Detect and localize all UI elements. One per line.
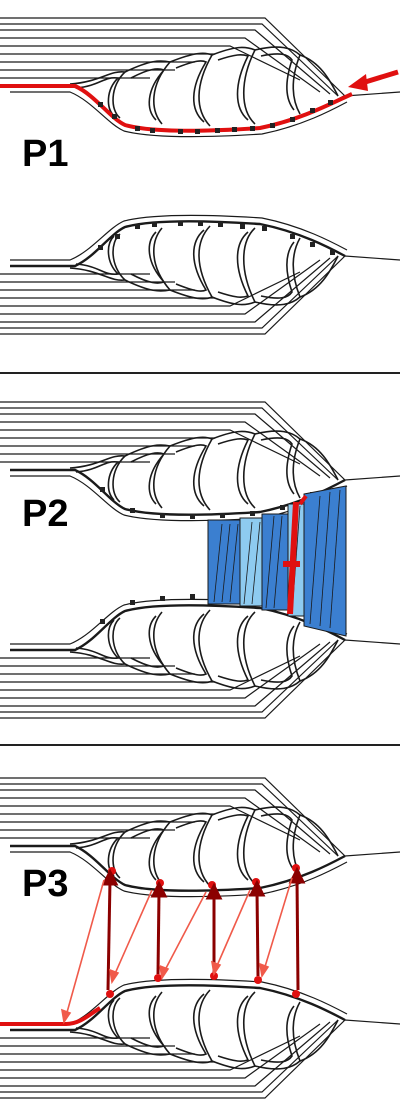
lower-nerve [0, 214, 400, 336]
panel-p3-diagram: P3 [0, 776, 400, 1100]
lower-nerve [0, 978, 400, 1100]
ephaptic-down-arrows [60, 877, 293, 1025]
panel-label-p3: P3 [22, 863, 68, 905]
upper-nerve [0, 16, 400, 138]
stimulus-arrow [348, 69, 399, 91]
activated-nodes-lower [106, 972, 300, 998]
ephaptic-up-arrows [101, 866, 306, 991]
panel-divider [0, 744, 400, 746]
nodes-of-ranvier [98, 100, 333, 134]
panel-p1-diagram: P1 [0, 16, 400, 336]
panel-p1: P1 [0, 0, 400, 372]
panel-divider [0, 372, 400, 374]
panel-label-p1: P1 [22, 133, 68, 175]
input-signal [0, 1006, 102, 1026]
panel-label-p2: P2 [22, 493, 68, 535]
lower-nodes [98, 221, 335, 255]
panel-p3: P3 [0, 746, 400, 1111]
muscle-block [207, 485, 347, 637]
action-potential-path [0, 84, 353, 134]
panel-p2: P2 [0, 374, 400, 744]
panel-p2-diagram: P2 [0, 400, 400, 720]
